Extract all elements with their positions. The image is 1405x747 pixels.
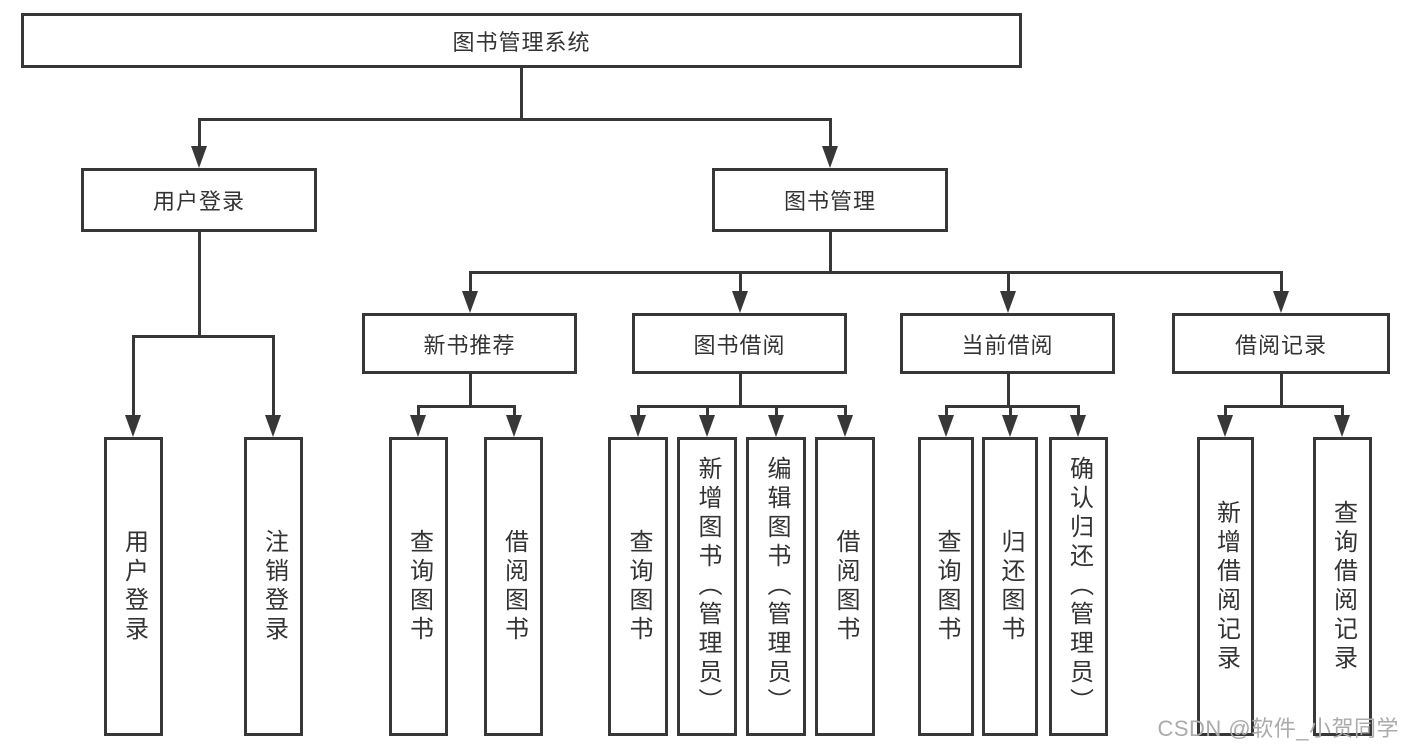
arrow-down-icon — [506, 415, 522, 437]
csdn-watermark: CSDN @软件_小贺同学 — [1157, 716, 1399, 741]
connector-line — [469, 271, 472, 293]
arrow-down-icon — [768, 415, 784, 437]
node-user-login: 用户登录 — [81, 168, 317, 232]
leaf-records-add-record: 新增借阅记录 — [1197, 437, 1254, 736]
leaf-label: 用户登录 — [120, 528, 148, 645]
node-label: 图书借阅 — [693, 332, 786, 358]
arrow-down-icon — [837, 415, 853, 437]
connector-line — [706, 405, 709, 417]
arrow-down-icon — [630, 415, 646, 437]
node-label: 当前借阅 — [961, 332, 1054, 358]
leaf-logout: 注销登录 — [244, 437, 303, 736]
connector-line — [775, 405, 778, 417]
connector-line — [1009, 405, 1012, 417]
leaf-current-query-books: 查询图书 — [918, 437, 974, 736]
connector-line — [1007, 374, 1010, 408]
connector-line — [945, 405, 1080, 408]
node-root-system: 图书管理系统 — [21, 13, 1022, 68]
leaf-borrow-add-books-admin: 新增图书（管理员） — [677, 437, 737, 736]
node-label: 图书管理系统 — [452, 29, 591, 55]
leaf-label: 查询借阅记录 — [1329, 499, 1357, 674]
connector-line — [132, 335, 275, 338]
node-borrow-records: 借阅记录 — [1172, 313, 1390, 374]
leaf-label: 查询图书 — [405, 528, 433, 645]
arrow-down-icon — [1273, 291, 1289, 313]
connector-line — [198, 232, 201, 338]
arrow-down-icon — [410, 415, 426, 437]
arrow-down-icon — [938, 415, 954, 437]
leaf-label: 借阅图书 — [832, 528, 859, 645]
connector-line — [1280, 374, 1283, 408]
leaf-label: 归还图书 — [997, 528, 1024, 645]
connector-line — [829, 118, 832, 148]
leaf-label: 查询图书 — [933, 528, 960, 645]
arrow-down-icon — [1217, 415, 1233, 437]
node-book-management: 图书管理 — [712, 168, 948, 232]
node-label: 图书管理 — [783, 189, 876, 214]
leaf-label: 借阅图书 — [500, 528, 528, 645]
arrow-down-icon — [1002, 415, 1018, 437]
arrow-down-icon — [1070, 415, 1086, 437]
connector-line — [844, 405, 847, 417]
connector-line — [945, 405, 948, 417]
arrow-down-icon — [822, 146, 838, 168]
leaf-current-return-books: 归还图书 — [982, 437, 1038, 736]
leaf-borrow-borrow-books: 借阅图书 — [815, 437, 875, 736]
connector-line — [198, 118, 832, 121]
connector-line — [417, 405, 420, 417]
node-label: 用户登录 — [152, 189, 245, 214]
connector-line — [1224, 405, 1227, 417]
connector-line — [1280, 271, 1283, 293]
connector-line — [417, 405, 516, 408]
connector-line — [272, 335, 275, 417]
connector-line — [1224, 405, 1344, 408]
leaf-label: 查询图书 — [625, 528, 652, 645]
leaf-user-login: 用户登录 — [104, 437, 163, 736]
arrow-down-icon — [462, 291, 478, 313]
leaf-label: 注销登录 — [260, 528, 288, 645]
leaf-newbook-query-books: 查询图书 — [389, 437, 448, 736]
arrow-down-icon — [1334, 415, 1350, 437]
arrow-down-icon — [191, 146, 207, 168]
connector-line — [132, 335, 135, 417]
arrow-down-icon — [732, 291, 748, 313]
connector-line — [1077, 405, 1080, 417]
arrow-down-icon — [1000, 291, 1016, 313]
node-current-borrow: 当前借阅 — [900, 313, 1115, 374]
connector-line — [1341, 405, 1344, 417]
leaf-borrow-edit-books-admin: 编辑图书（管理员） — [746, 437, 806, 736]
connector-line — [739, 271, 742, 293]
leaf-newbook-borrow-books: 借阅图书 — [484, 437, 543, 736]
node-label: 借阅记录 — [1234, 332, 1327, 358]
connector-line — [469, 374, 472, 408]
arrow-down-icon — [125, 415, 141, 437]
leaf-current-confirm-return-admin: 确认归还（管理员） — [1049, 437, 1108, 736]
leaf-borrow-query-books: 查询图书 — [608, 437, 668, 736]
arrow-down-icon — [699, 415, 715, 437]
connector-line — [637, 405, 640, 417]
connector-line — [198, 118, 201, 148]
connector-line — [637, 405, 847, 408]
node-book-borrow: 图书借阅 — [632, 313, 847, 374]
leaf-records-query-record: 查询借阅记录 — [1313, 437, 1372, 736]
node-label: 新书推荐 — [423, 332, 516, 358]
connector-line — [513, 405, 516, 417]
connector-line — [739, 374, 742, 408]
node-new-book-recommend: 新书推荐 — [362, 313, 577, 374]
leaf-label: 新增图书（管理员） — [694, 456, 721, 717]
arrow-down-icon — [265, 415, 281, 437]
connector-line — [469, 271, 1283, 274]
leaf-label: 编辑图书（管理员） — [763, 456, 790, 717]
connector-line — [829, 232, 832, 274]
connector-line — [520, 68, 523, 120]
leaf-label: 新增借阅记录 — [1212, 499, 1240, 674]
leaf-label: 确认归还（管理员） — [1065, 456, 1093, 717]
connector-line — [1007, 271, 1010, 293]
